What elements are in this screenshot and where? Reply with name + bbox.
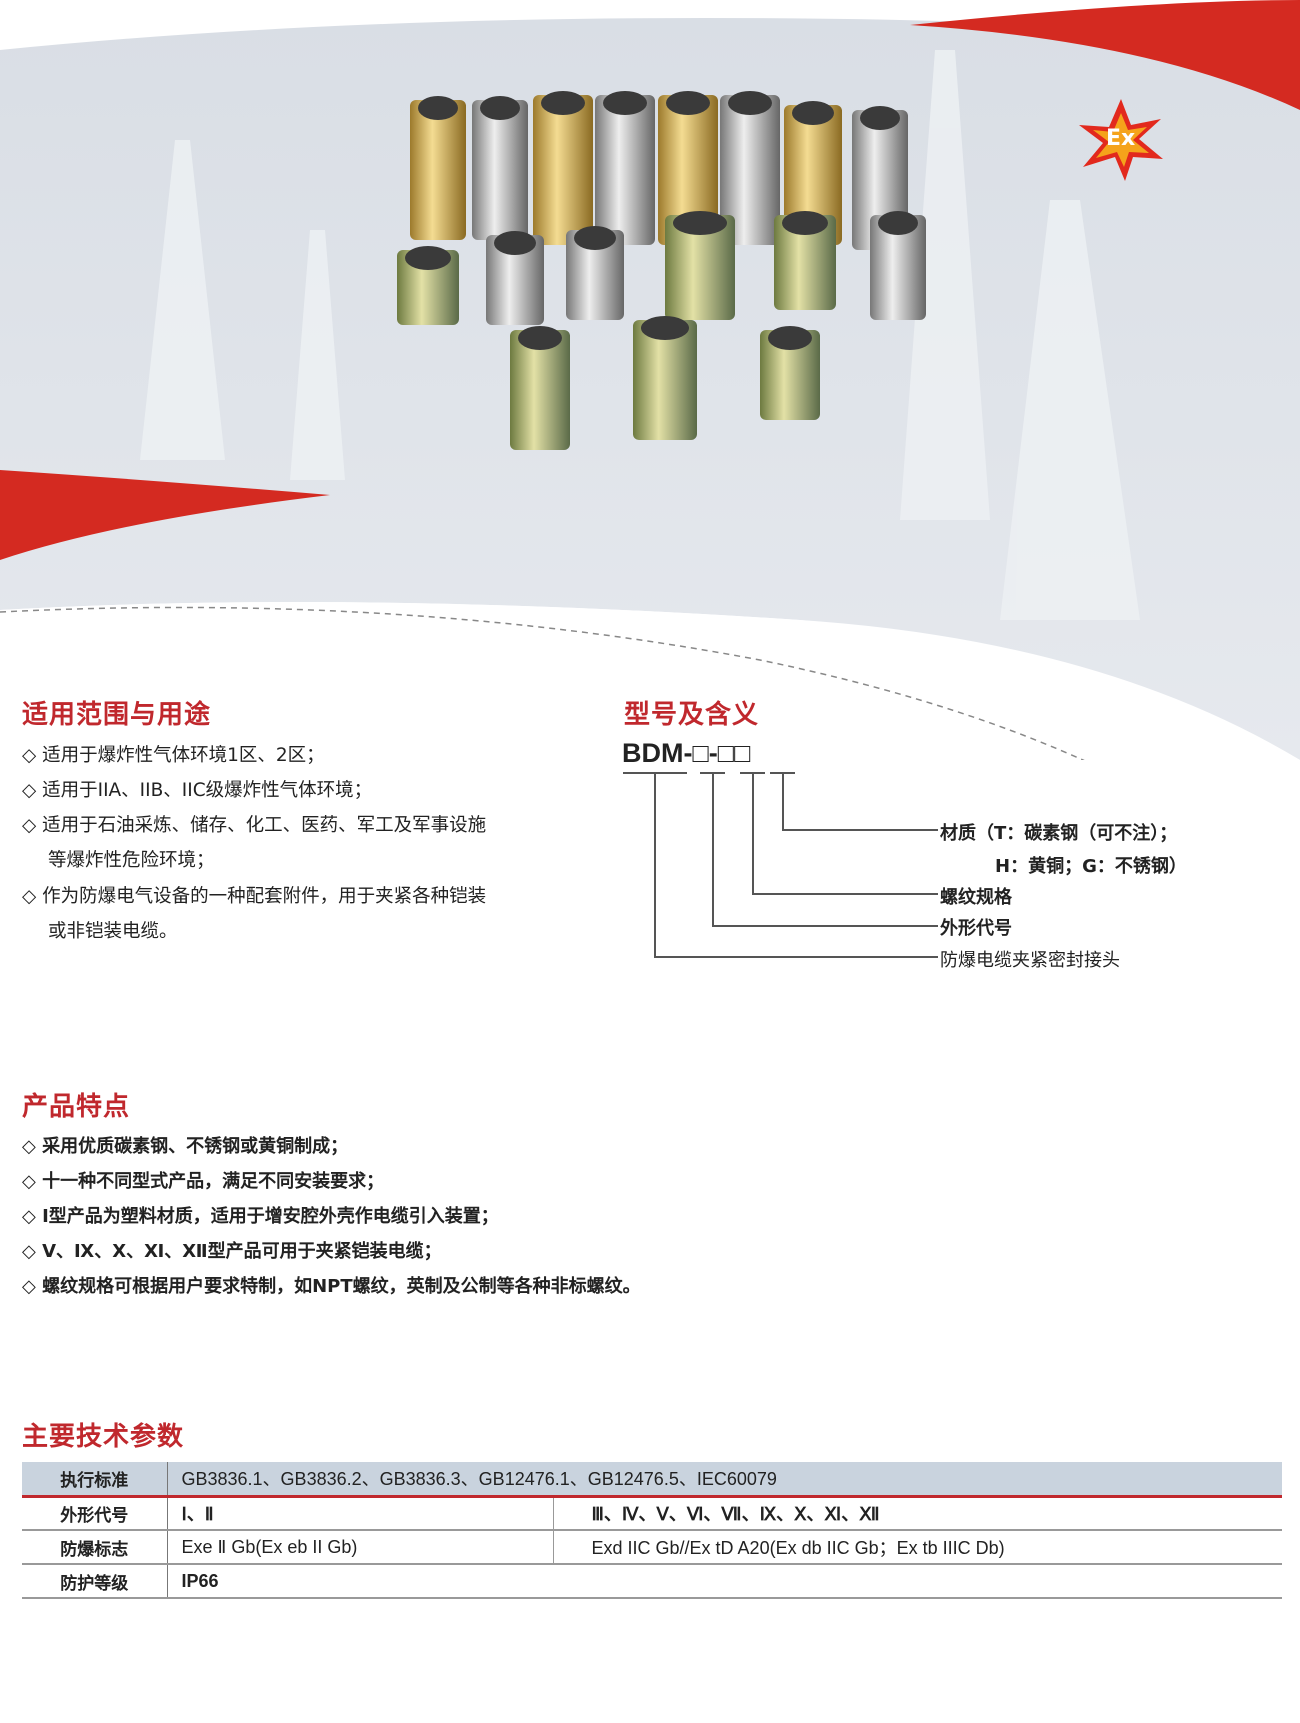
table-row: 执行标准 GB3836.1、GB3836.2、GB3836.3、GB12476.… [22, 1462, 1282, 1498]
usage-item: 等爆炸性危险环境； [48, 850, 215, 871]
spec-key: 防爆标志 [22, 1530, 168, 1565]
usage-item: 或非铠装电缆。 [48, 921, 178, 942]
spec-value: Exe Ⅱ Gb(Ex eb II Gb) [167, 1530, 554, 1565]
cable-gland-image [784, 105, 842, 245]
label-product-name: 防爆电缆夹紧密封接头 [940, 950, 1120, 971]
label-thread: 螺纹规格 [940, 887, 1012, 908]
cable-gland-image [720, 95, 780, 245]
feature-item: ◇ 十一种不同型式产品，满足不同安装要求； [22, 1171, 385, 1192]
model-heading: 型号及含义 [624, 700, 760, 730]
cable-gland-opening [673, 211, 727, 235]
features-heading: 产品特点 [22, 1092, 131, 1122]
ex-badge-icon [1079, 99, 1163, 181]
label-material: 材质（T：碳素钢（可不注）； [940, 823, 1178, 844]
cable-gland-image [486, 235, 544, 325]
spec-value: IP66 [167, 1564, 1282, 1599]
usage-item: ◇ 作为防爆电气设备的一种配套附件，用于夹紧各种铠装 [22, 886, 487, 907]
feature-item: ◇ 螺纹规格可根据用户要求特制，如NPT螺纹，英制及公制等各种非标螺纹。 [22, 1276, 641, 1297]
cable-gland-image [774, 215, 836, 310]
cable-gland-image [633, 320, 697, 440]
product-photo [397, 91, 926, 450]
usage-heading: 适用范围与用途 [22, 700, 212, 730]
cable-gland-opening [494, 231, 536, 255]
label-material-cont: H：黄铜；G：不锈钢） [995, 856, 1187, 877]
hero-banner [0, 0, 1300, 760]
specs-table: 执行标准 GB3836.1、GB3836.2、GB3836.3、GB12476.… [22, 1462, 1282, 1599]
spec-key: 防护等级 [22, 1564, 168, 1599]
spec-value: Exd IIC Gb//Ex tD A20(Ex db IIC Gb；Ex tb… [553, 1530, 1282, 1565]
table-row: 外形代号 Ⅰ、Ⅱ Ⅲ、Ⅳ、Ⅴ、Ⅵ、Ⅶ、Ⅸ、Ⅹ、Ⅺ、Ⅻ [22, 1496, 1282, 1531]
usage-item: ◇ 适用于IIA、IIB、IIC级爆炸性气体环境； [22, 780, 373, 801]
cable-gland-opening [541, 91, 585, 115]
model-code: BDM-□-□□ [622, 738, 751, 768]
cable-gland-image [533, 95, 593, 245]
cable-gland-image [472, 100, 528, 240]
model-diagram-lines [623, 772, 938, 958]
cable-gland-opening [603, 91, 647, 115]
spec-value: GB3836.1、GB3836.2、GB3836.3、GB12476.1、GB1… [167, 1462, 1282, 1498]
cable-gland-opening [518, 326, 562, 350]
table-row: 防护等级 IP66 [22, 1564, 1282, 1599]
cable-gland-opening [768, 326, 812, 350]
cable-gland-image [760, 330, 820, 420]
cable-gland-image [870, 215, 926, 320]
spec-value: Ⅲ、Ⅳ、Ⅴ、Ⅵ、Ⅶ、Ⅸ、Ⅹ、Ⅺ、Ⅻ [553, 1496, 1282, 1531]
cable-gland-opening [860, 106, 900, 130]
ex-badge-text: Ex [1106, 126, 1136, 151]
feature-item: ◇ Ⅴ、Ⅸ、Ⅹ、Ⅺ、Ⅻ型产品可用于夹紧铠装电缆； [22, 1241, 442, 1262]
specs-heading: 主要技术参数 [22, 1422, 185, 1452]
cable-gland-opening [641, 316, 689, 340]
usage-item: ◇ 适用于爆炸性气体环境1区、2区； [22, 745, 325, 766]
cable-gland-image [658, 95, 718, 245]
cable-gland-image [397, 250, 459, 325]
cable-gland-opening [782, 211, 828, 235]
cable-gland-opening [878, 211, 918, 235]
spec-key: 执行标准 [22, 1462, 168, 1498]
spec-key: 外形代号 [22, 1496, 168, 1531]
cable-gland-opening [418, 96, 458, 120]
table-row: 防爆标志 Exe Ⅱ Gb(Ex eb II Gb) Exd IIC Gb//E… [22, 1530, 1282, 1565]
feature-item: ◇ 采用优质碳素钢、不锈钢或黄铜制成； [22, 1136, 349, 1157]
cable-gland-opening [480, 96, 520, 120]
feature-item: ◇ Ⅰ型产品为塑料材质，适用于增安腔外壳作电缆引入装置； [22, 1206, 499, 1227]
spec-value: Ⅰ、Ⅱ [167, 1496, 554, 1531]
right-red-swoosh [910, 0, 1300, 110]
cable-gland-opening [666, 91, 710, 115]
cable-gland-image [510, 330, 570, 450]
cable-gland-opening [574, 226, 616, 250]
cable-gland-image [595, 95, 655, 245]
cable-gland-image [566, 230, 624, 320]
cable-gland-opening [405, 246, 451, 270]
cable-gland-image [410, 100, 466, 240]
left-red-swoosh [0, 470, 330, 560]
cable-gland-opening [728, 91, 772, 115]
usage-item: ◇ 适用于石油采炼、储存、化工、医药、军工及军事设施 [22, 815, 487, 836]
cable-gland-opening [792, 101, 834, 125]
label-shape-code: 外形代号 [940, 918, 1012, 939]
cable-gland-image [665, 215, 735, 320]
